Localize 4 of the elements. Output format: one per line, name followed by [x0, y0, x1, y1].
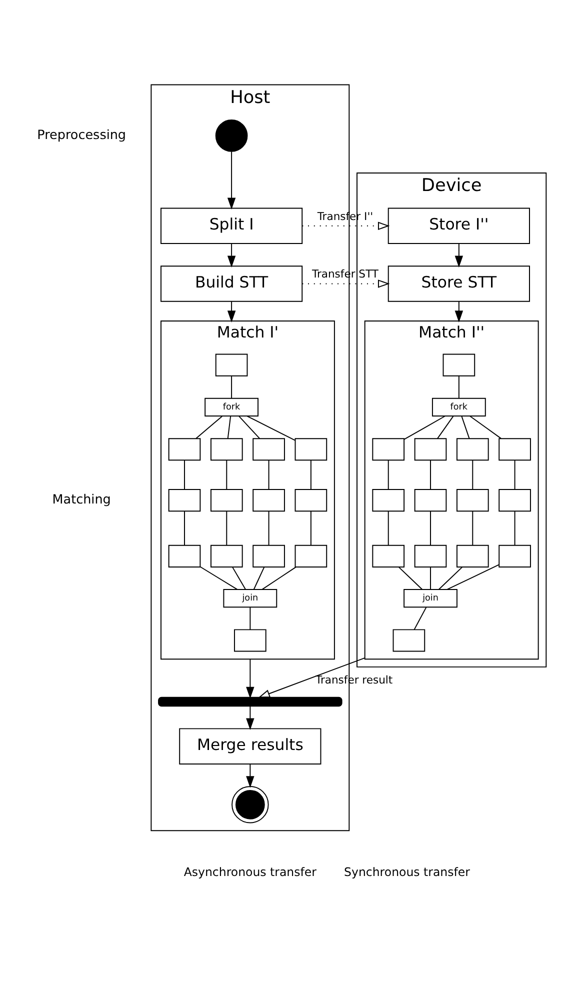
legend-label: Synchronous transfer [344, 864, 470, 878]
legend-label: Asynchronous transfer [184, 864, 316, 878]
label: Preprocessing [37, 128, 126, 143]
label: Matching [52, 492, 111, 508]
